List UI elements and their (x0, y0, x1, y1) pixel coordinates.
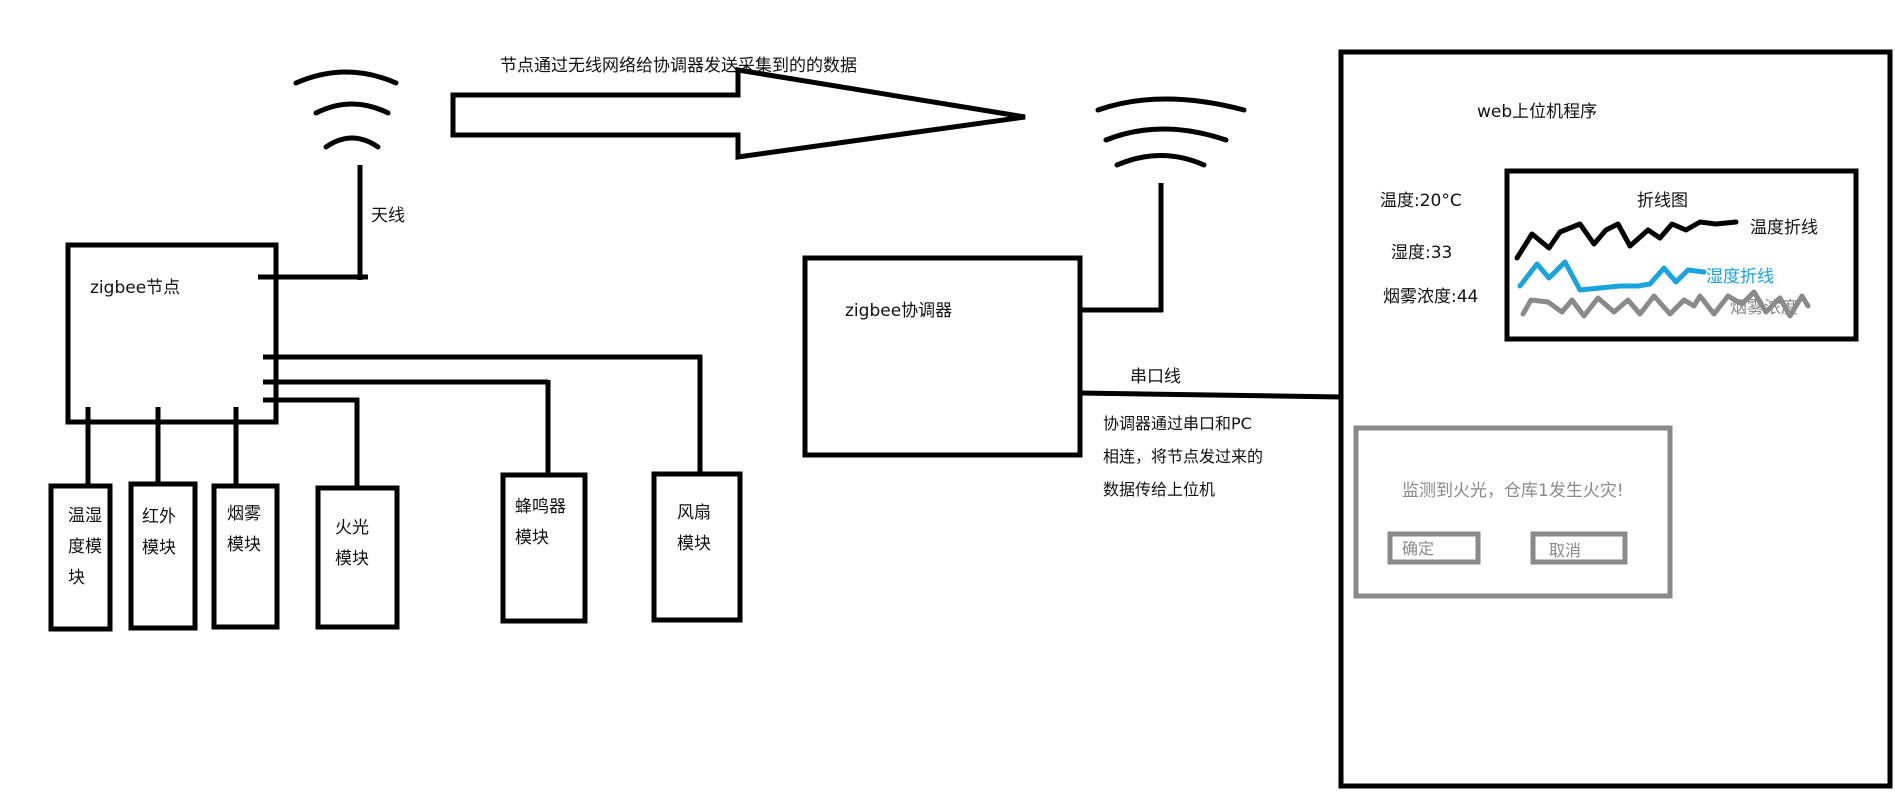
svg-text:蜂鸣器: 蜂鸣器 (515, 497, 566, 517)
svg-text:模块: 模块 (335, 549, 369, 569)
humidity-reading: 湿度:33 (1391, 243, 1452, 263)
zigbee-node-title: zigbee节点 (90, 278, 180, 298)
svg-text:模块: 模块 (142, 538, 176, 558)
fire-alert-dialog (1353, 425, 1673, 599)
node-antenna-icon (293, 69, 399, 150)
legend-smoke: 烟雾浓度 (1730, 298, 1798, 318)
web-host-panel (1338, 49, 1893, 789)
svg-text:烟雾: 烟雾 (227, 504, 261, 524)
serial-label: 串口线 (1130, 367, 1181, 387)
svg-text:火光: 火光 (335, 518, 369, 538)
cancel-button[interactable]: 取消 (1530, 531, 1628, 565)
svg-text:风扇: 风扇 (677, 503, 711, 523)
temp-series-line (1514, 219, 1739, 261)
coordinator-desc-line1: 协调器通过串口和PC (1103, 414, 1252, 433)
zigbee-node-box (65, 242, 279, 425)
svg-text:模块: 模块 (515, 528, 549, 548)
legend-temp: 温度折线 (1750, 218, 1818, 238)
legend-humidity: 湿度折线 (1706, 267, 1774, 287)
zigbee-coordinator-box (802, 255, 1083, 458)
module-infrared: 红外 模块 (128, 481, 198, 631)
module-flame: 火光 模块 (315, 485, 400, 630)
svg-text:红外: 红外 (142, 507, 176, 527)
zigbee-coordinator-title: zigbee协调器 (845, 301, 952, 321)
svg-text:度模: 度模 (68, 537, 102, 557)
svg-text:温湿: 温湿 (68, 506, 102, 526)
module-buzzer: 蜂鸣器 模块 (500, 472, 588, 624)
module-smoke: 烟雾 模块 (211, 483, 280, 630)
cancel-button-label[interactable]: 取消 (1549, 541, 1581, 560)
antenna-label: 天线 (371, 206, 405, 226)
coordinator-antenna-icon (1095, 96, 1247, 168)
coordinator-desc-line2: 相连，将节点发过来的 (1103, 447, 1263, 466)
module-temp-humidity: 温湿 度模 块 (48, 483, 113, 632)
transmission-arrow (450, 67, 1026, 160)
svg-text:模块: 模块 (677, 534, 711, 554)
fire-alert-message: 监测到火光，仓库1发生火灾! (1402, 481, 1624, 501)
svg-text:模块: 模块 (227, 535, 261, 555)
svg-text:块: 块 (68, 568, 85, 588)
smoke-series-line (1520, 289, 1811, 319)
web-host-title: web上位机程序 (1477, 102, 1597, 122)
module-fan: 风扇 模块 (651, 471, 743, 623)
line-chart-title: 折线图 (1637, 191, 1688, 211)
confirm-button-label[interactable]: 确定 (1402, 539, 1434, 558)
temperature-reading: 温度:20°C (1380, 191, 1462, 211)
smoke-reading: 烟雾浓度:44 (1383, 287, 1478, 307)
line-chart-frame (1504, 168, 1859, 342)
arrow-label: 节点通过无线网络给协调器发送采集到的的数据 (500, 56, 857, 76)
serial-cable-line (1079, 390, 1342, 400)
coordinator-desc-line3: 数据传给上位机 (1103, 480, 1215, 499)
confirm-button[interactable]: 确定 (1387, 531, 1481, 565)
humidity-series-line (1517, 259, 1707, 293)
